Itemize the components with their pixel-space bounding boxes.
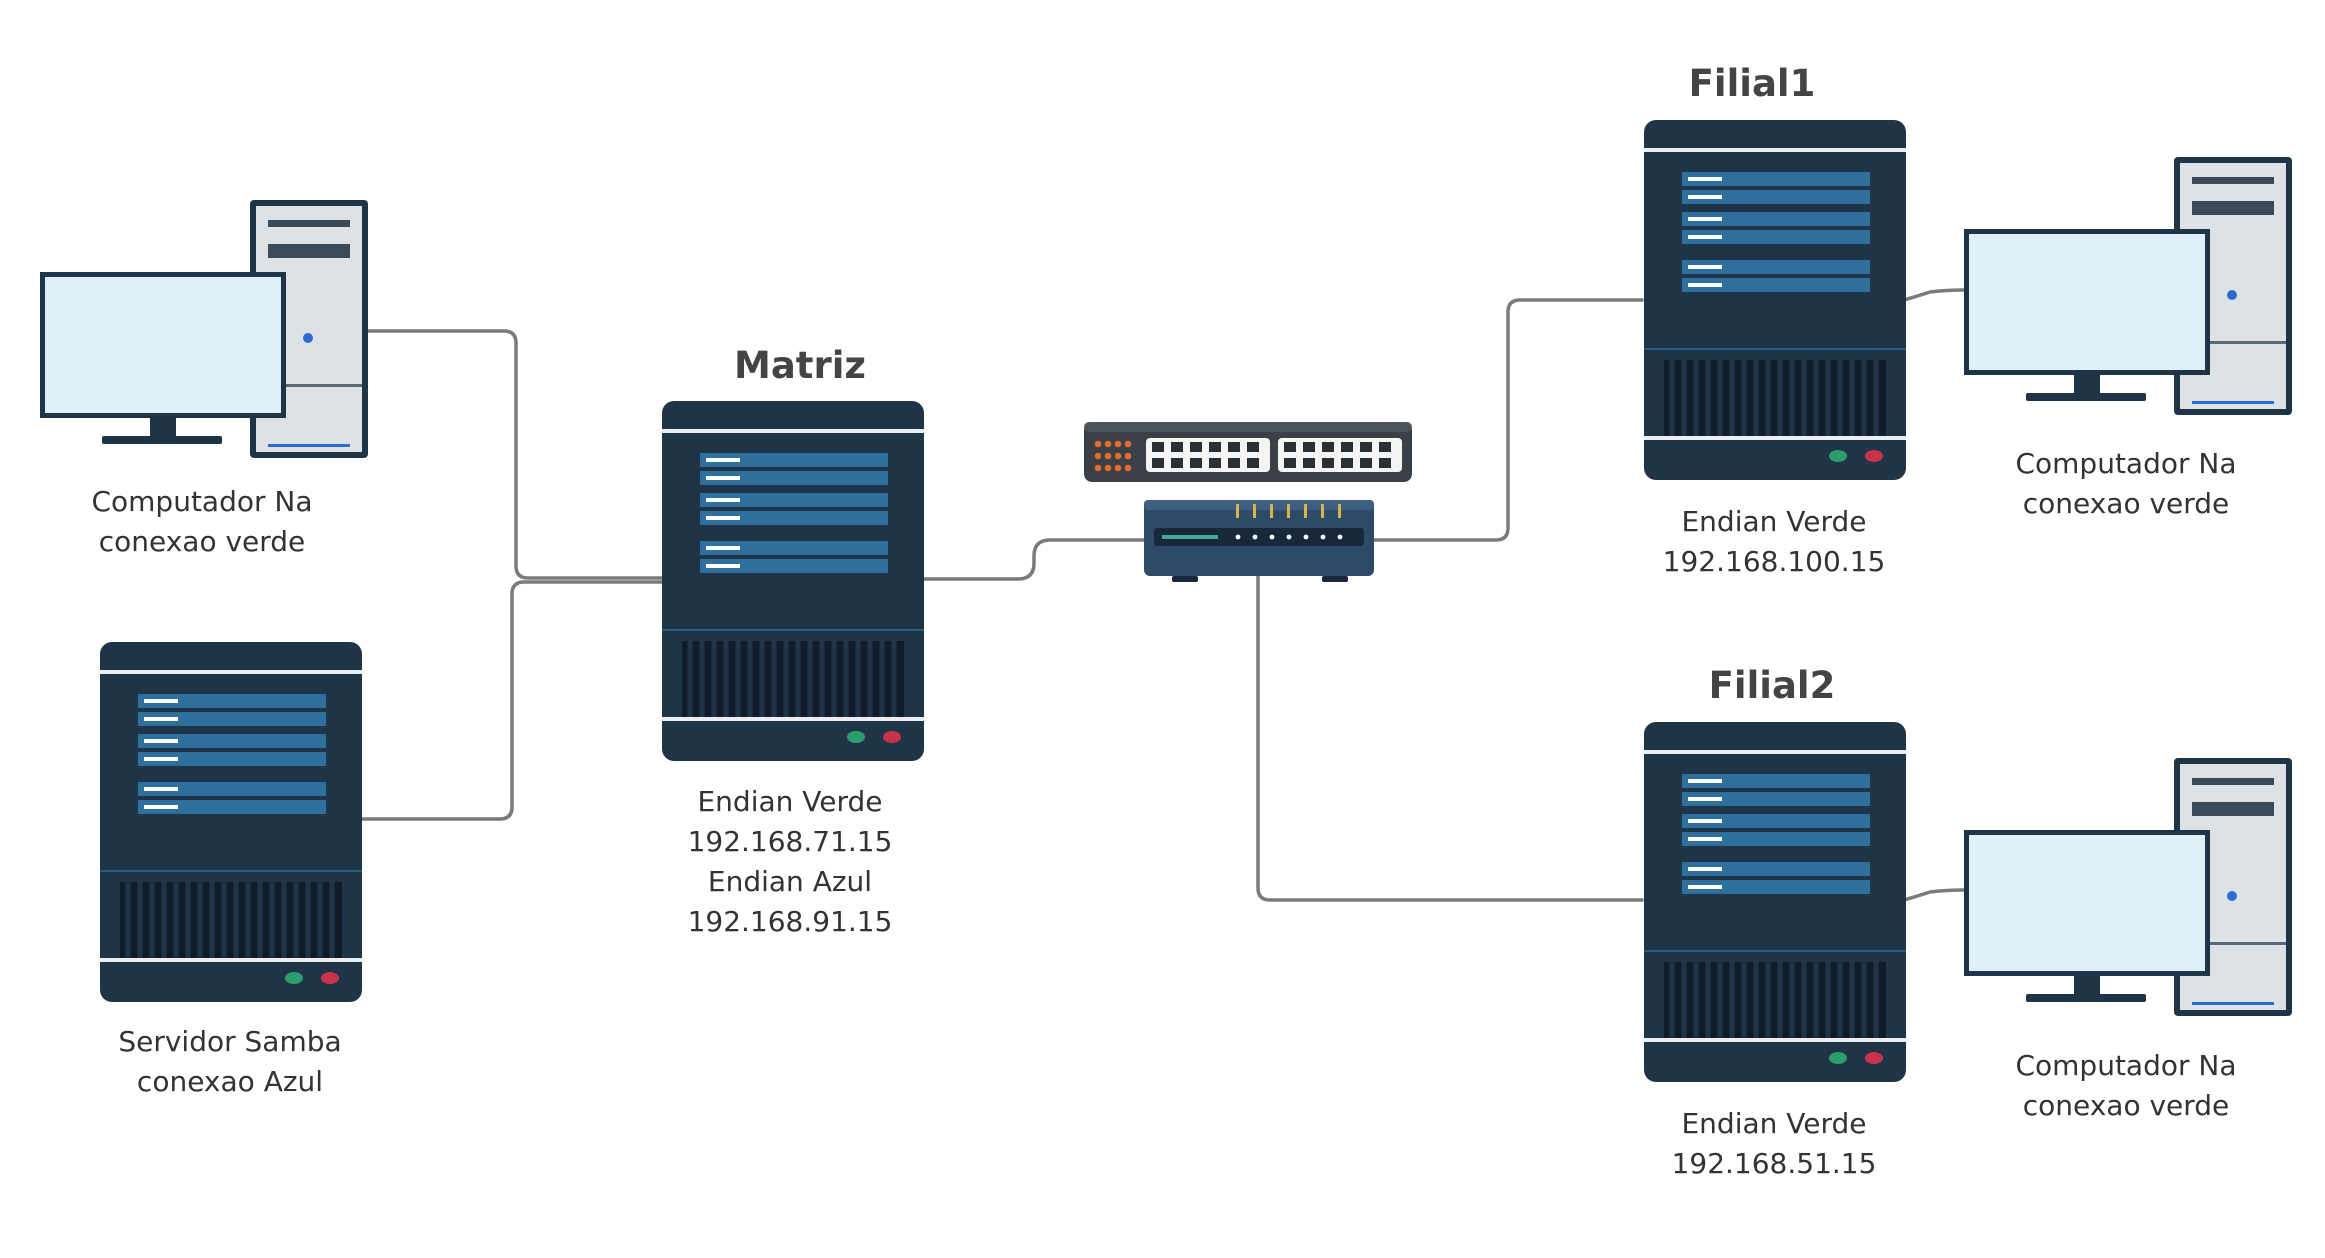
label-line: 192.168.100.15 xyxy=(1662,545,1886,578)
group-title-matriz: Matriz xyxy=(734,344,866,387)
label-pc-filial2: Computador Na conexao verde xyxy=(1966,1046,2286,1126)
server-filial2 xyxy=(1644,722,1906,1082)
server-icon xyxy=(1644,722,1906,1082)
server-samba xyxy=(100,642,362,1002)
cable-switch-to-filial2 xyxy=(1256,554,1644,902)
label-line: Computador Na xyxy=(2015,1049,2237,1082)
label-line: Endian Verde xyxy=(1681,1107,1867,1140)
cable-samba-to-matriz xyxy=(358,580,666,821)
label-line: 192.168.91.15 xyxy=(687,905,893,938)
desktop-computer-icon xyxy=(1964,157,2292,415)
desktop-computer-icon xyxy=(40,200,368,458)
server-icon xyxy=(100,642,362,1002)
label-line: conexao verde xyxy=(2022,487,2230,520)
label-line: conexao verde xyxy=(2022,1089,2230,1122)
server-icon xyxy=(662,401,924,761)
computer-filial1 xyxy=(1964,157,2292,415)
label-filial2: Endian Verde 192.168.51.15 xyxy=(1624,1104,1924,1184)
switch-led-grid xyxy=(1094,440,1132,472)
computer-left xyxy=(40,200,368,458)
network-switch xyxy=(1084,422,1412,582)
server-matriz xyxy=(662,401,924,761)
cable-pc-left-to-matriz xyxy=(362,329,666,580)
label-line: Endian Verde xyxy=(1681,505,1867,538)
label-samba: Servidor Samba conexao Azul xyxy=(60,1022,400,1102)
network-cables xyxy=(358,288,1966,902)
label-line: Endian Verde xyxy=(697,785,883,818)
label-line: Computador Na xyxy=(91,485,313,518)
cable-matriz-to-switch xyxy=(922,538,1146,581)
label-line: Servidor Samba xyxy=(118,1025,342,1058)
cable-switch-to-filial1 xyxy=(1370,298,1644,542)
label-matriz: Endian Verde 192.168.71.15 Endian Azul 1… xyxy=(640,782,940,942)
label-pc-filial1: Computador Na conexao verde xyxy=(1966,444,2286,524)
label-pc-left: Computador Na conexao verde xyxy=(40,482,364,562)
desktop-computer-icon xyxy=(1964,758,2292,1016)
server-filial1 xyxy=(1644,120,1906,480)
label-line: Endian Azul xyxy=(707,865,873,898)
group-title-filial2: Filial2 xyxy=(1708,664,1836,707)
label-line: Computador Na xyxy=(2015,447,2237,480)
label-line: 192.168.51.15 xyxy=(1671,1147,1877,1180)
label-line: conexao verde xyxy=(98,525,306,558)
cable-filial1-to-pc xyxy=(1902,288,1966,302)
group-title-filial1: Filial1 xyxy=(1688,62,1816,105)
label-line: conexao Azul xyxy=(136,1065,324,1098)
server-icon xyxy=(1644,120,1906,480)
cable-filial2-to-pc xyxy=(1902,888,1966,902)
label-filial1: Endian Verde 192.168.100.15 xyxy=(1624,502,1924,582)
label-line: 192.168.71.15 xyxy=(687,825,893,858)
computer-filial2 xyxy=(1964,758,2292,1016)
